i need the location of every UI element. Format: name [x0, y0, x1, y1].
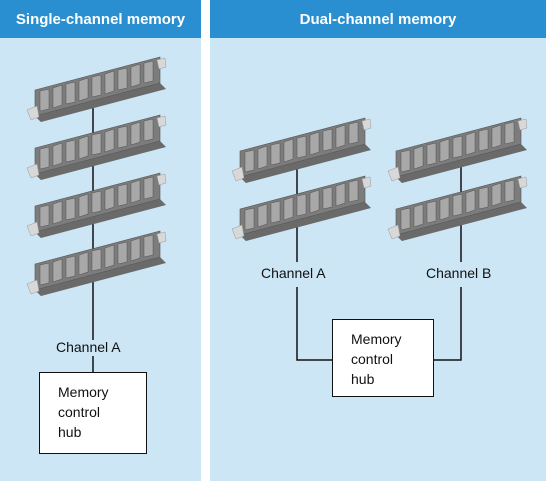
single-channel-title: Single-channel memory — [0, 0, 201, 38]
dual-channel-b-label: Channel B — [426, 265, 492, 281]
memory-module-icon — [26, 114, 167, 181]
hub-line: control — [351, 351, 394, 367]
dual-channel-panel: Dual-channel memory — [210, 0, 546, 481]
memory-module-icon — [387, 175, 528, 242]
channel-a-hub-link — [296, 287, 332, 361]
memory-module-icon — [387, 117, 528, 184]
hub-line: control — [58, 404, 101, 420]
channel-b-hub-link — [434, 287, 462, 361]
memory-module-icon — [26, 230, 167, 297]
memory-module-icon — [26, 56, 167, 123]
single-memory-control-hub: Memory control hub — [39, 372, 147, 454]
memory-module-icon — [26, 172, 167, 239]
single-channel-a-label: Channel A — [56, 339, 121, 355]
dual-channel-title: Dual-channel memory — [210, 0, 546, 38]
memory-module-icon — [231, 117, 372, 184]
hub-line: Memory — [351, 331, 402, 347]
hub-line: hub — [58, 424, 82, 440]
memory-module-icon — [231, 175, 372, 242]
dual-channel-a-label: Channel A — [261, 265, 326, 281]
dual-memory-control-hub: Memory control hub — [332, 319, 434, 397]
hub-line: hub — [351, 371, 375, 387]
hub-line: Memory — [58, 384, 109, 400]
